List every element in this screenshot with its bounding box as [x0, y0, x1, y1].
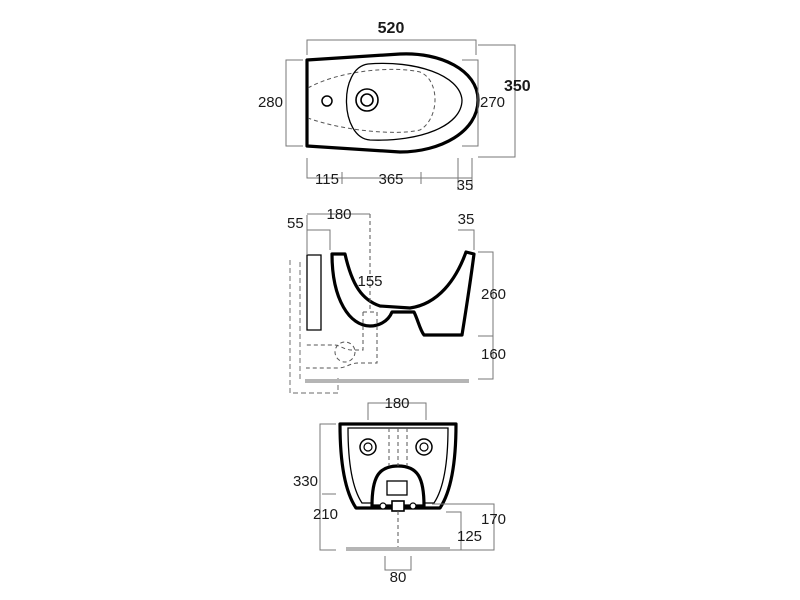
back-inner-frame [347, 427, 449, 504]
fixing-hole-left-inner [363, 442, 373, 452]
back-center-dashes [388, 428, 408, 466]
dim-line-outlet-width [384, 556, 412, 571]
fixing-hole-right-inner [419, 442, 429, 452]
drain-inner [360, 93, 374, 107]
top-view-inner-dashed [307, 68, 436, 133]
dim-fix-spacing: 180 [384, 395, 409, 412]
waste-port-right [409, 502, 417, 510]
dim-line-left [319, 423, 336, 551]
dim-drain-offset: 180 [326, 206, 351, 223]
side-bowl-outline [330, 250, 476, 337]
dim-fix-height-upper: 170 [481, 511, 506, 528]
tap-hole [321, 95, 333, 107]
back-view: 180 330 210 170 125 80 [293, 395, 506, 586]
side-trap [334, 341, 356, 363]
dim-line-right [432, 503, 495, 551]
dim-wall-gap: 55 [287, 215, 304, 232]
dim-line-fix-spacing [367, 402, 427, 420]
dim-seg-tap: 115 [315, 171, 339, 188]
top-view: 520 280 270 350 115 365 35 [258, 20, 531, 194]
dim-bowl-height: 260 [481, 286, 506, 303]
dim-depth-right: 270 [480, 94, 505, 111]
dim-line-depth-left [285, 59, 303, 147]
dim-depth-total: 350 [504, 78, 531, 95]
side-drain-pipe [306, 311, 378, 369]
side-wall [289, 260, 339, 394]
side-bowl-wallplate [306, 254, 322, 331]
dim-outlet-height: 210 [313, 506, 338, 523]
top-view-outline [305, 52, 480, 154]
dim-drain-height: 155 [357, 273, 382, 290]
dim-floor-height: 160 [481, 346, 506, 363]
dim-line-width [306, 39, 477, 55]
dim-depth-left: 280 [258, 94, 283, 111]
dim-width-total: 520 [378, 20, 405, 37]
dim-line-bottom [306, 158, 473, 190]
back-outlet [386, 480, 408, 496]
dim-seg-rim: 35 [457, 177, 474, 194]
waste-port-left [379, 502, 387, 510]
top-view-inner-bowl [345, 62, 463, 141]
dim-line-depth-total [478, 44, 516, 158]
dim-line-side-right [478, 251, 494, 380]
dim-line-depth-right [462, 59, 479, 147]
dim-outlet-width: 80 [390, 569, 407, 586]
dim-seg-bowl: 365 [378, 171, 403, 188]
dim-fix-height-lower: 125 [457, 528, 482, 545]
back-floor [346, 547, 450, 551]
dim-total-height: 330 [293, 473, 318, 490]
side-view: 55 180 35 155 260 160 [287, 206, 506, 394]
side-floor [305, 379, 469, 383]
waste-outlet [391, 500, 405, 512]
dim-front-rim: 35 [458, 211, 475, 228]
dim-line-side-top [306, 213, 475, 255]
